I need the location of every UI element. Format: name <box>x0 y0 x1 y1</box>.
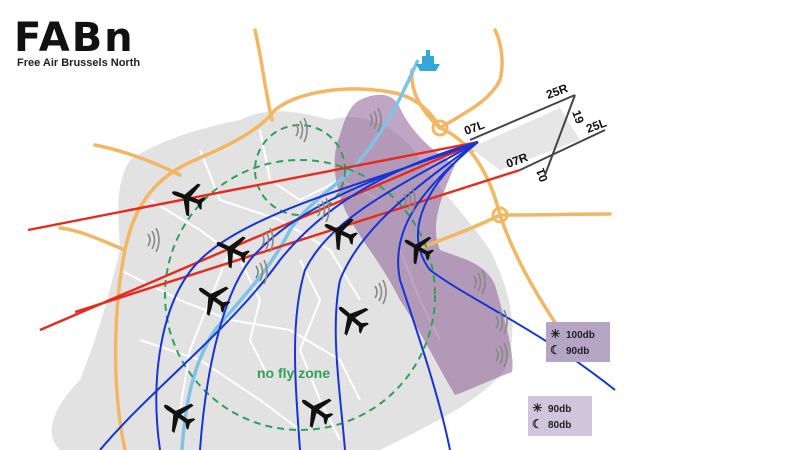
runway-07L-label: 07L <box>462 118 486 138</box>
moon-icon: ☾ <box>532 417 543 431</box>
logo-subtitle: Free Air Brussels North <box>17 57 141 69</box>
runway-25L-label: 25L <box>584 116 608 136</box>
roundabout <box>431 119 449 137</box>
sun-icon: ☀ <box>532 401 543 415</box>
no-fly-zone-label: no fly zone <box>257 365 330 381</box>
legend-day-value: 100db <box>566 330 595 341</box>
runways <box>469 94 606 176</box>
airport-area <box>470 108 580 170</box>
roundabout <box>491 206 509 224</box>
noise-legend-low: ☀ 90db ☾ 80db <box>528 396 592 436</box>
runway-01-label: 01 <box>533 166 551 184</box>
legend-day-value: 90db <box>548 404 572 415</box>
noise-legend-high: ☀ 100db ☾ 90db <box>546 322 610 362</box>
legend-night-value: 80db <box>548 420 572 431</box>
moon-icon: ☾ <box>550 343 561 357</box>
logo-title: FABn <box>14 15 135 61</box>
sun-icon: ☀ <box>550 327 561 341</box>
no-fly-zone-circle-small <box>254 124 346 216</box>
legend-night-value: 90db <box>566 346 590 357</box>
no-fly-zone-circle <box>164 159 436 431</box>
canal <box>180 59 420 450</box>
runway-19-label: 19 <box>569 108 587 126</box>
ship-icon <box>416 50 440 71</box>
